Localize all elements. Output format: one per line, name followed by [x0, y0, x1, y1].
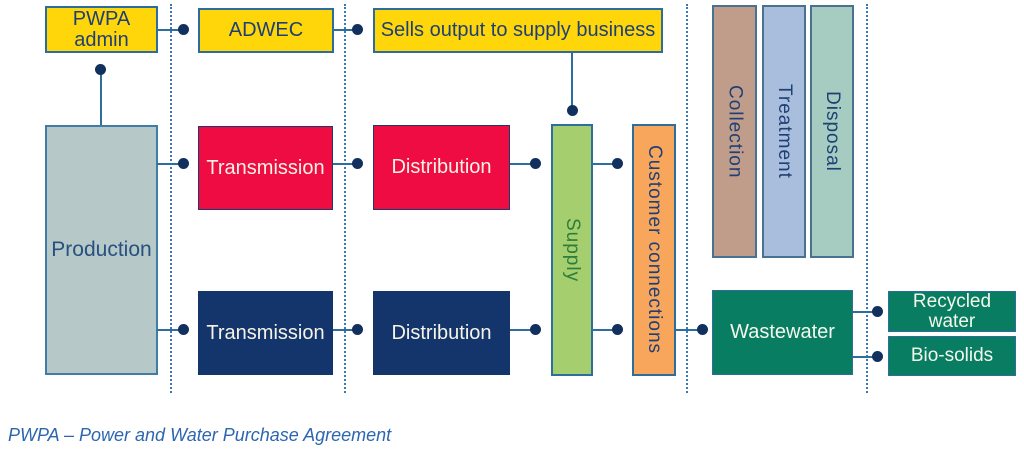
power-distribution-label: Distribution [391, 156, 492, 178]
water-transmission-label: Transmission [206, 321, 325, 344]
supply-label: Supply [561, 217, 583, 283]
water-distribution-label: Distribution [391, 321, 492, 344]
recycled-water-label: Recycled water [912, 290, 992, 332]
connector-dot [530, 324, 541, 335]
connector-production-water-transmission [157, 329, 181, 331]
connector-pwpa-adwec [157, 29, 180, 31]
section-divider [170, 4, 172, 393]
node-recycled-water: Recycled water [888, 291, 1016, 332]
connector-water-distribution-supply [510, 329, 532, 331]
pwpa-footnote: PWPA – Power and Water Purchase Agreemen… [8, 425, 392, 445]
connector-adwec-sells [333, 29, 354, 31]
connector-power-distribution-supply [510, 163, 532, 165]
node-production: Production [45, 125, 158, 375]
connector-wastewater-biosolids [853, 356, 875, 358]
node-customer-connections: Customer connections [632, 124, 676, 376]
sells-output-label: Sells output to supply business [380, 19, 656, 41]
node-collection: Collection [712, 5, 757, 258]
connector-dot [178, 158, 189, 169]
node-water-transmission: Transmission [198, 291, 333, 375]
node-power-distribution: Distribution [373, 125, 510, 210]
connector-dot [178, 24, 189, 35]
disposal-label: Disposal [821, 91, 843, 172]
pwpa-admin-line2: admin [74, 28, 129, 51]
node-water-distribution: Distribution [373, 291, 510, 375]
connector-dot [872, 306, 883, 317]
connector-connections-wastewater [676, 329, 700, 331]
node-treatment: Treatment [762, 5, 806, 258]
connector-dot [352, 24, 363, 35]
connector-water-transmission-distribution [333, 329, 354, 331]
connector-dot [95, 64, 106, 75]
connector-supply-connections-top [593, 163, 614, 165]
node-sells-output: Sells output to supply business [373, 8, 663, 53]
connector-dot [697, 324, 708, 335]
customer-connections-label: Customer connections [643, 145, 665, 355]
node-adwec: ADWEC [198, 8, 334, 53]
pwpa-admin-line1: PWPA [72, 7, 131, 30]
collection-label: Collection [724, 84, 746, 179]
power-transmission-label: Transmission [206, 156, 325, 179]
node-pwpa-admin: PWPA admin [45, 6, 158, 53]
section-divider [866, 4, 868, 393]
treatment-label: Treatment [773, 84, 795, 179]
connector-supply-connections-bottom [593, 329, 614, 331]
connector-power-transmission-distribution [333, 163, 354, 165]
node-power-transmission: Transmission [198, 126, 333, 210]
connector-dot [530, 158, 541, 169]
adwec-label: ADWEC [228, 19, 304, 41]
bio-solids-label: Bio-solids [910, 345, 994, 367]
connector-wastewater-recycled [853, 311, 875, 313]
section-divider [344, 4, 346, 393]
connector-dot [567, 105, 578, 116]
production-label: Production [51, 237, 152, 261]
node-wastewater: Wastewater [712, 290, 853, 375]
connector-dot [612, 324, 623, 335]
node-disposal: Disposal [810, 5, 854, 258]
wastewater-label: Wastewater [730, 321, 835, 343]
node-bio-solids: Bio-solids [888, 336, 1016, 376]
connector-dot [178, 324, 189, 335]
connector-production-power-transmission [157, 163, 181, 165]
node-supply: Supply [551, 124, 593, 376]
connector-sells-supply [571, 53, 573, 108]
connector-dot [352, 158, 363, 169]
section-divider [686, 4, 688, 393]
connector-pwpa-production [100, 72, 102, 125]
connector-dot [872, 351, 883, 362]
connector-dot [352, 324, 363, 335]
connector-dot [612, 158, 623, 169]
